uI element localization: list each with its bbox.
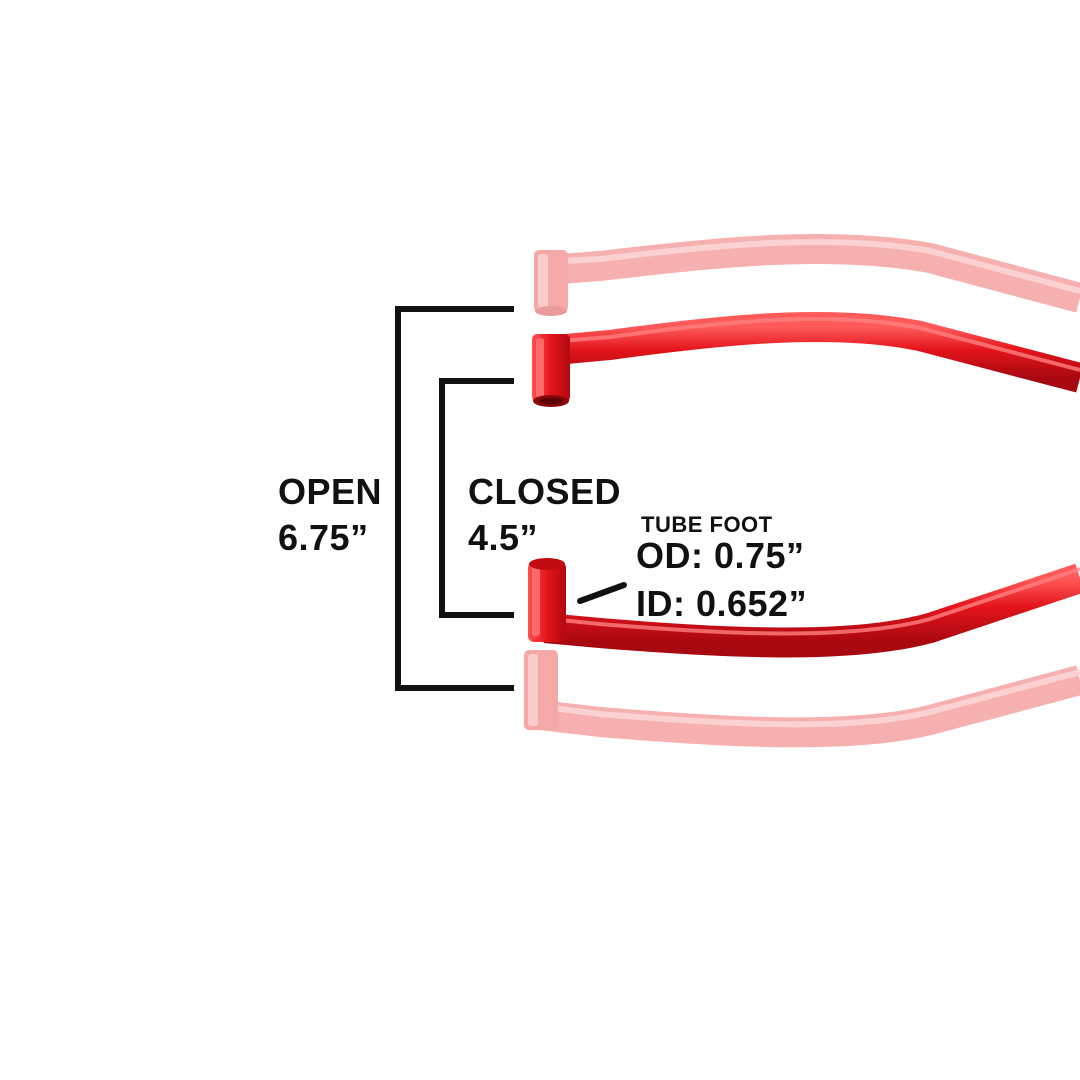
upper-ghost-tube <box>534 233 1080 316</box>
lower-ghost-tube <box>524 650 1080 748</box>
closed-value: 4.5” <box>468 517 539 558</box>
open-bracket <box>395 306 514 691</box>
closed-bracket <box>439 378 514 618</box>
open-value: 6.75” <box>278 517 369 558</box>
closed-label: CLOSED <box>468 471 622 512</box>
tube-foot-od: OD: 0.75” <box>636 535 805 576</box>
lower-red-tube <box>528 558 1080 658</box>
upper-red-tube <box>532 312 1080 407</box>
tube-foot-id: ID: 0.652” <box>636 583 808 624</box>
open-label: OPEN <box>278 471 383 512</box>
tube-foot-leader-line <box>577 582 627 604</box>
tube-foot-title: TUBE FOOT <box>641 512 773 537</box>
